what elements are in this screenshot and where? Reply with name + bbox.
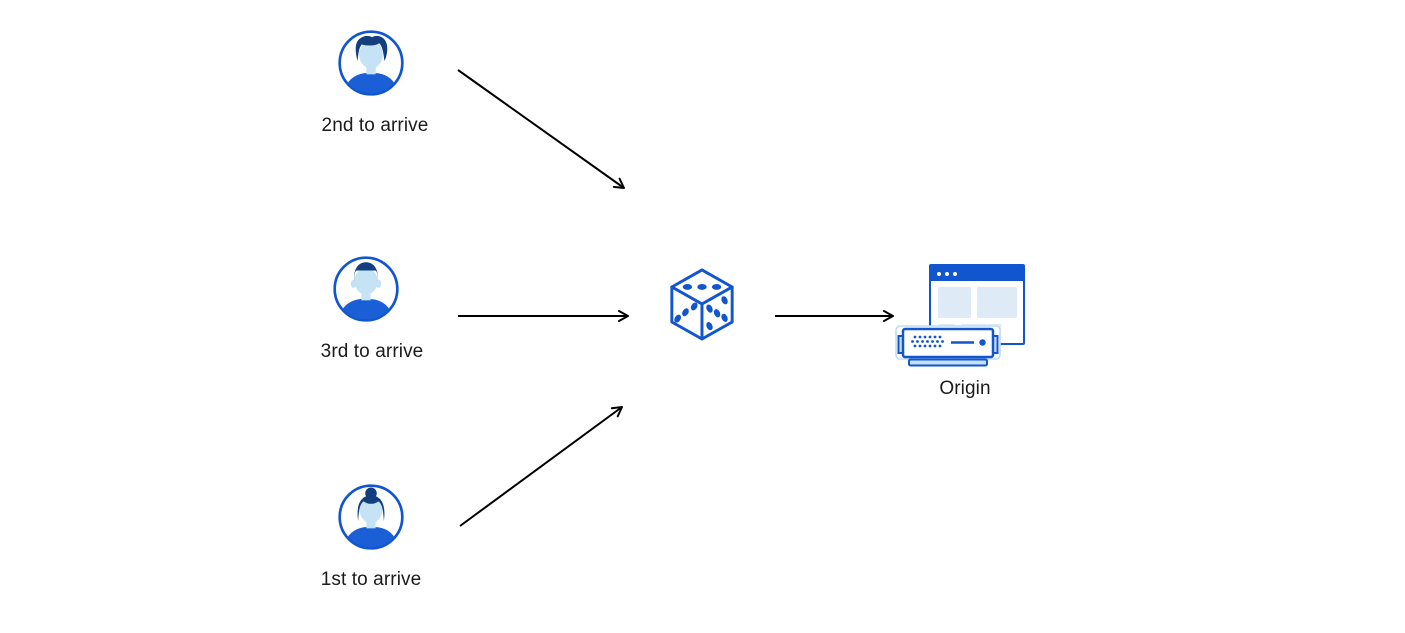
server-icon: [895, 325, 1001, 367]
titlebar-dot: [945, 271, 949, 276]
wireframe-block: [977, 287, 1017, 318]
node-label-2nd-to-arrive: 2nd to arrive: [321, 115, 429, 136]
user-avatar-icon: [338, 30, 404, 96]
browser-titlebar: [931, 266, 1023, 281]
user-avatar-icon: [338, 484, 404, 550]
server-vent-dots: [911, 335, 944, 348]
edge-user2nd-to-dice: [457, 69, 625, 189]
user-avatar-icon: [333, 256, 399, 322]
titlebar-dot: [953, 271, 957, 276]
edge-user1st-to-dice: [459, 406, 623, 527]
node-label-1st-to-arrive: 1st to arrive: [320, 569, 422, 590]
titlebar-dot: [937, 271, 941, 276]
node-label-origin: Origin: [939, 378, 991, 399]
node-label-3rd-to-arrive: 3rd to arrive: [320, 341, 424, 362]
wireframe-block: [938, 287, 971, 318]
dice-icon: [670, 268, 734, 341]
